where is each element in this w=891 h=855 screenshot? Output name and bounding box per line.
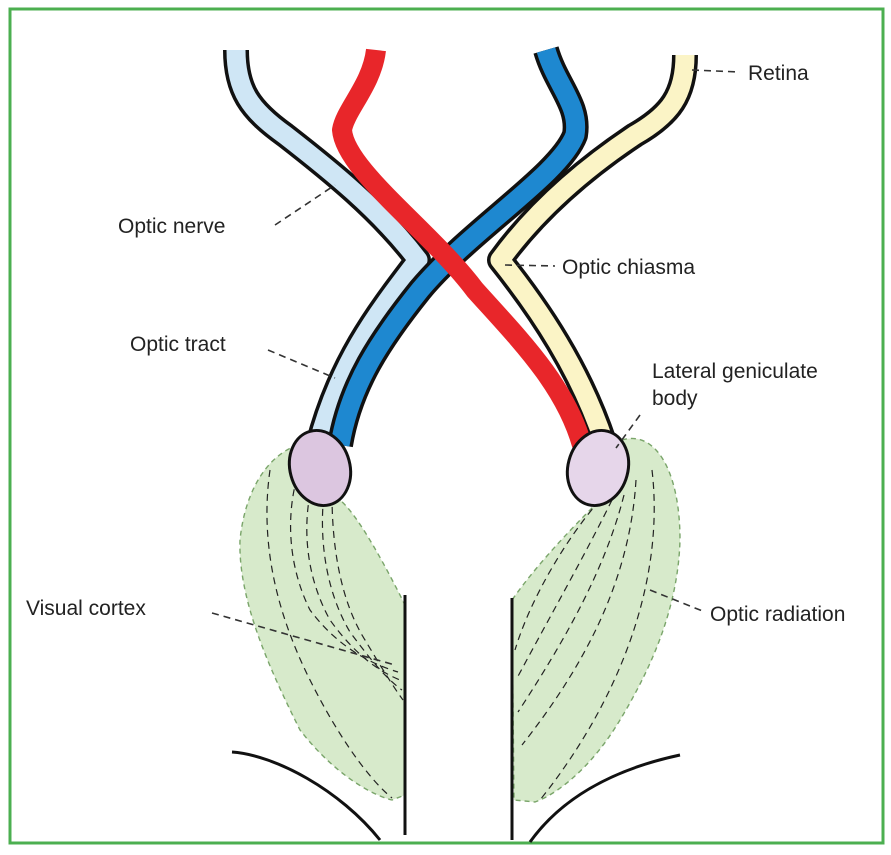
label-optic-radiation: Optic radiation bbox=[710, 603, 845, 626]
label-optic-tract: Optic tract bbox=[130, 333, 226, 356]
label-lateral-geniculate-line1: Lateral geniculate bbox=[652, 360, 818, 383]
label-visual-cortex: Visual cortex bbox=[26, 597, 146, 620]
label-retina: Retina bbox=[748, 62, 809, 85]
label-lateral-geniculate-line2: body bbox=[652, 387, 698, 410]
label-optic-chiasma: Optic chiasma bbox=[562, 256, 695, 279]
label-optic-nerve: Optic nerve bbox=[118, 215, 225, 238]
frame-border bbox=[10, 9, 883, 843]
